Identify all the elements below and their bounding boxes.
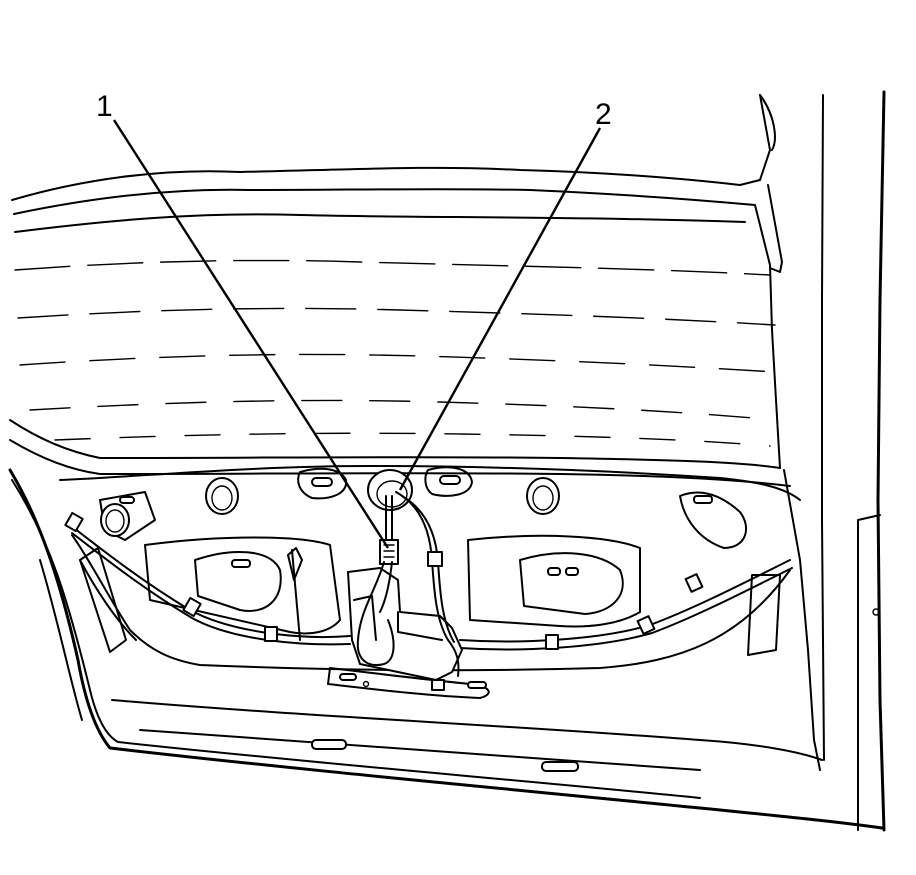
release-cable (64, 511, 793, 651)
callout-2-label: 2 (595, 98, 612, 131)
callout-2-leader (398, 127, 602, 491)
hatch-side-panel (783, 90, 886, 832)
callout-1-leader (112, 119, 390, 549)
callout-leaders (112, 119, 602, 549)
callout-1-label: 1 (96, 90, 113, 123)
latch-assembly (327, 491, 490, 699)
panel-access-holes (99, 466, 748, 549)
inner-hatch-panel (8, 465, 884, 830)
panel-recesses (144, 534, 641, 635)
rear-window-glass (9, 94, 791, 487)
